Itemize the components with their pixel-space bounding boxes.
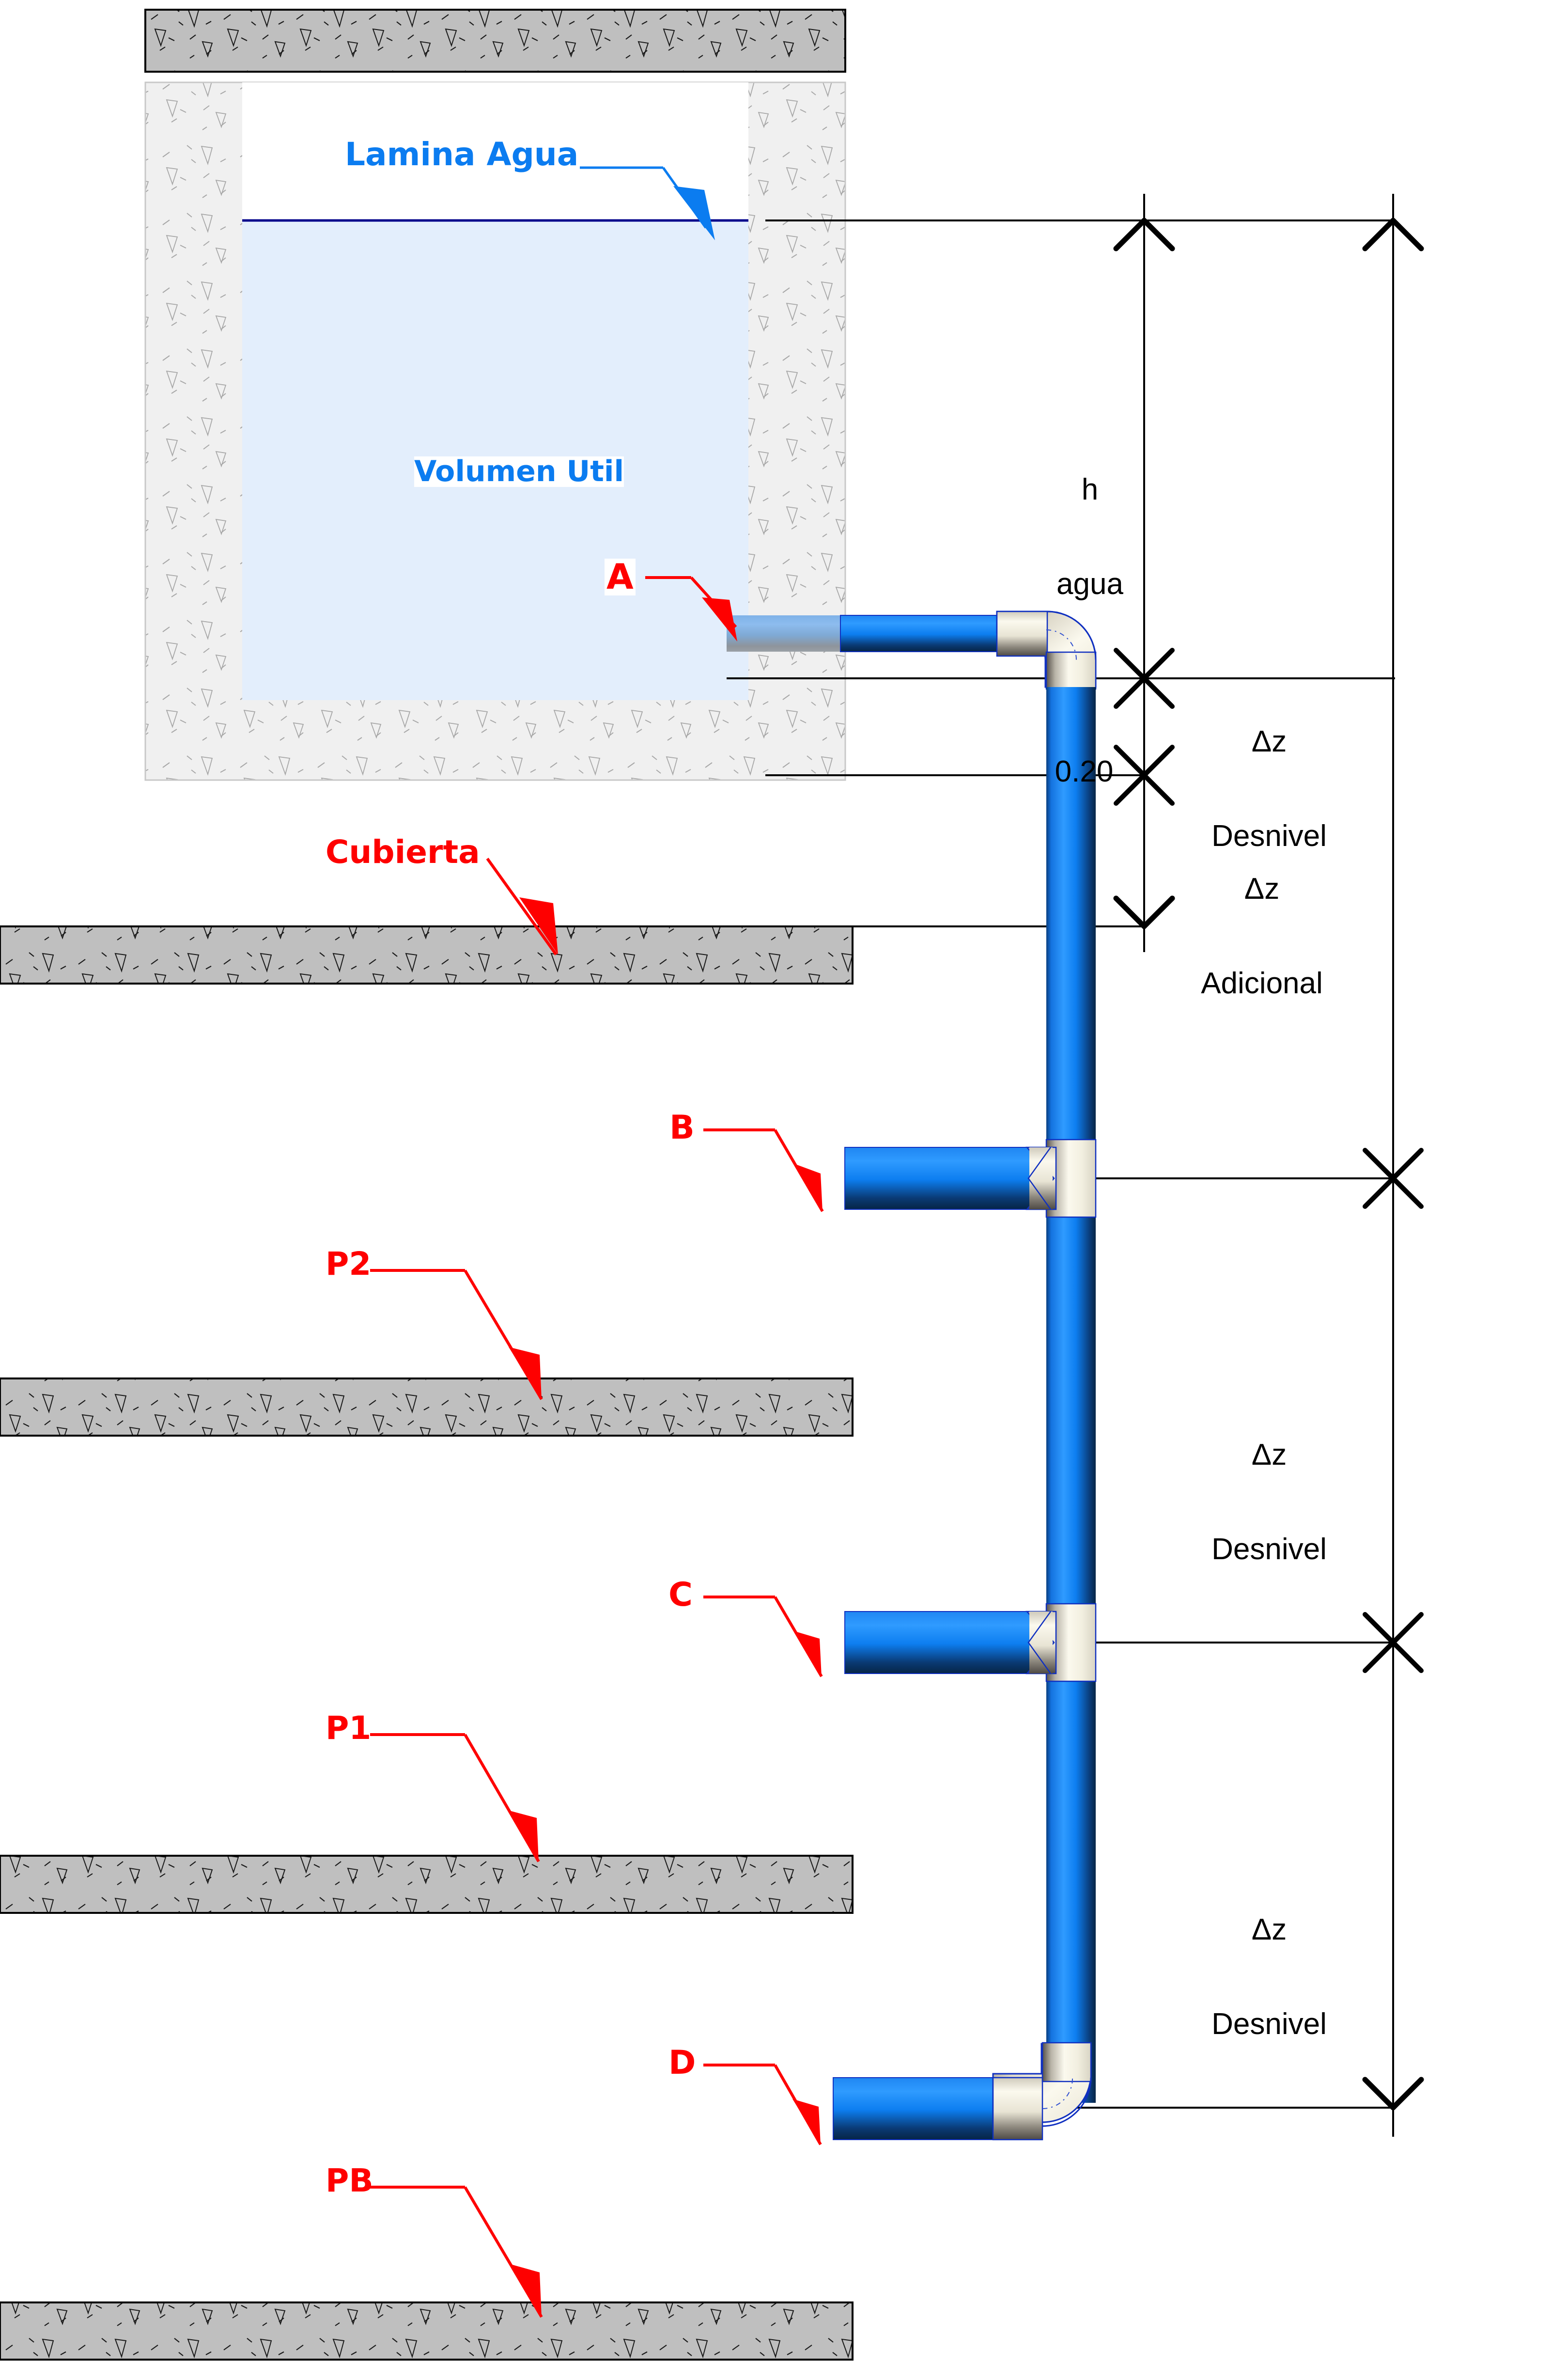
dim-label-dz-desnivel-mid: Δz Desnivel (1182, 1376, 1356, 1597)
leader-cubierta (486, 858, 558, 955)
label-lamina-agua: Lamina Agua (345, 136, 579, 173)
label-volumen-util: Volumen Util (414, 454, 624, 488)
label-point-b: B (669, 1109, 695, 1147)
dz-low-line2: Desnivel (1211, 2007, 1327, 2041)
pipe-outlet-d (833, 2042, 1092, 2141)
dz-mid-line2: Desnivel (1211, 1533, 1327, 1566)
leader-point-d (703, 2064, 822, 2145)
label-point-c: C (668, 1576, 693, 1614)
pipe-outlet-b (844, 1139, 1097, 1218)
dz-mid-line1: Δz (1251, 1438, 1287, 1472)
dimension-line-inner (1113, 194, 1175, 952)
dz-top-line2: Desnivel (1211, 819, 1327, 853)
dim-label-dz-desnivel-low: Δz Desnivel (1182, 1851, 1356, 2072)
dim-label-020: 0.20 (1031, 693, 1137, 819)
dim-label-dz-adicional: Δz Adicional (1158, 810, 1366, 1031)
pipe-riser-vertical (1046, 687, 1096, 2103)
leader-point-a (645, 576, 737, 642)
leader-pb (370, 2186, 543, 2318)
pipe-outlet-a (727, 610, 1097, 690)
dim-020-value: 0.20 (1055, 755, 1114, 789)
label-cubierta: Cubierta (326, 833, 480, 871)
dim-label-dz-desnivel-top: Δz Desnivel (1182, 663, 1356, 884)
label-point-d: D (668, 2044, 696, 2082)
leader-point-c (703, 1596, 823, 1677)
slab-p2 (0, 1377, 854, 1437)
label-p1: P1 (326, 1709, 372, 1747)
dim-h-line1: h (1081, 473, 1099, 507)
slab-p1 (0, 1855, 854, 1914)
tank-roof-slab (144, 9, 846, 73)
dim-h-line2: agua (1056, 567, 1123, 601)
dim-label-h-agua: h agua (1032, 411, 1148, 632)
leader-p1 (370, 1733, 540, 1863)
pipe-outlet-c (844, 1603, 1097, 1682)
slab-cubierta (0, 925, 854, 985)
label-pb: PB (326, 2162, 373, 2199)
slab-pb (0, 2301, 854, 2361)
label-point-a: A (605, 558, 636, 595)
dz-top-line1: Δz (1251, 725, 1287, 759)
leader-p2 (370, 1269, 543, 1400)
leader-lamina-agua (580, 166, 715, 240)
label-p2: P2 (326, 1245, 372, 1283)
dz-low-line1: Δz (1251, 1913, 1287, 1947)
dimension-line-outer (1362, 194, 1424, 2137)
dz-adic-line2: Adicional (1201, 967, 1323, 1001)
dz-adic-line1: Δz (1244, 872, 1280, 906)
leader-point-b (703, 1128, 824, 1212)
